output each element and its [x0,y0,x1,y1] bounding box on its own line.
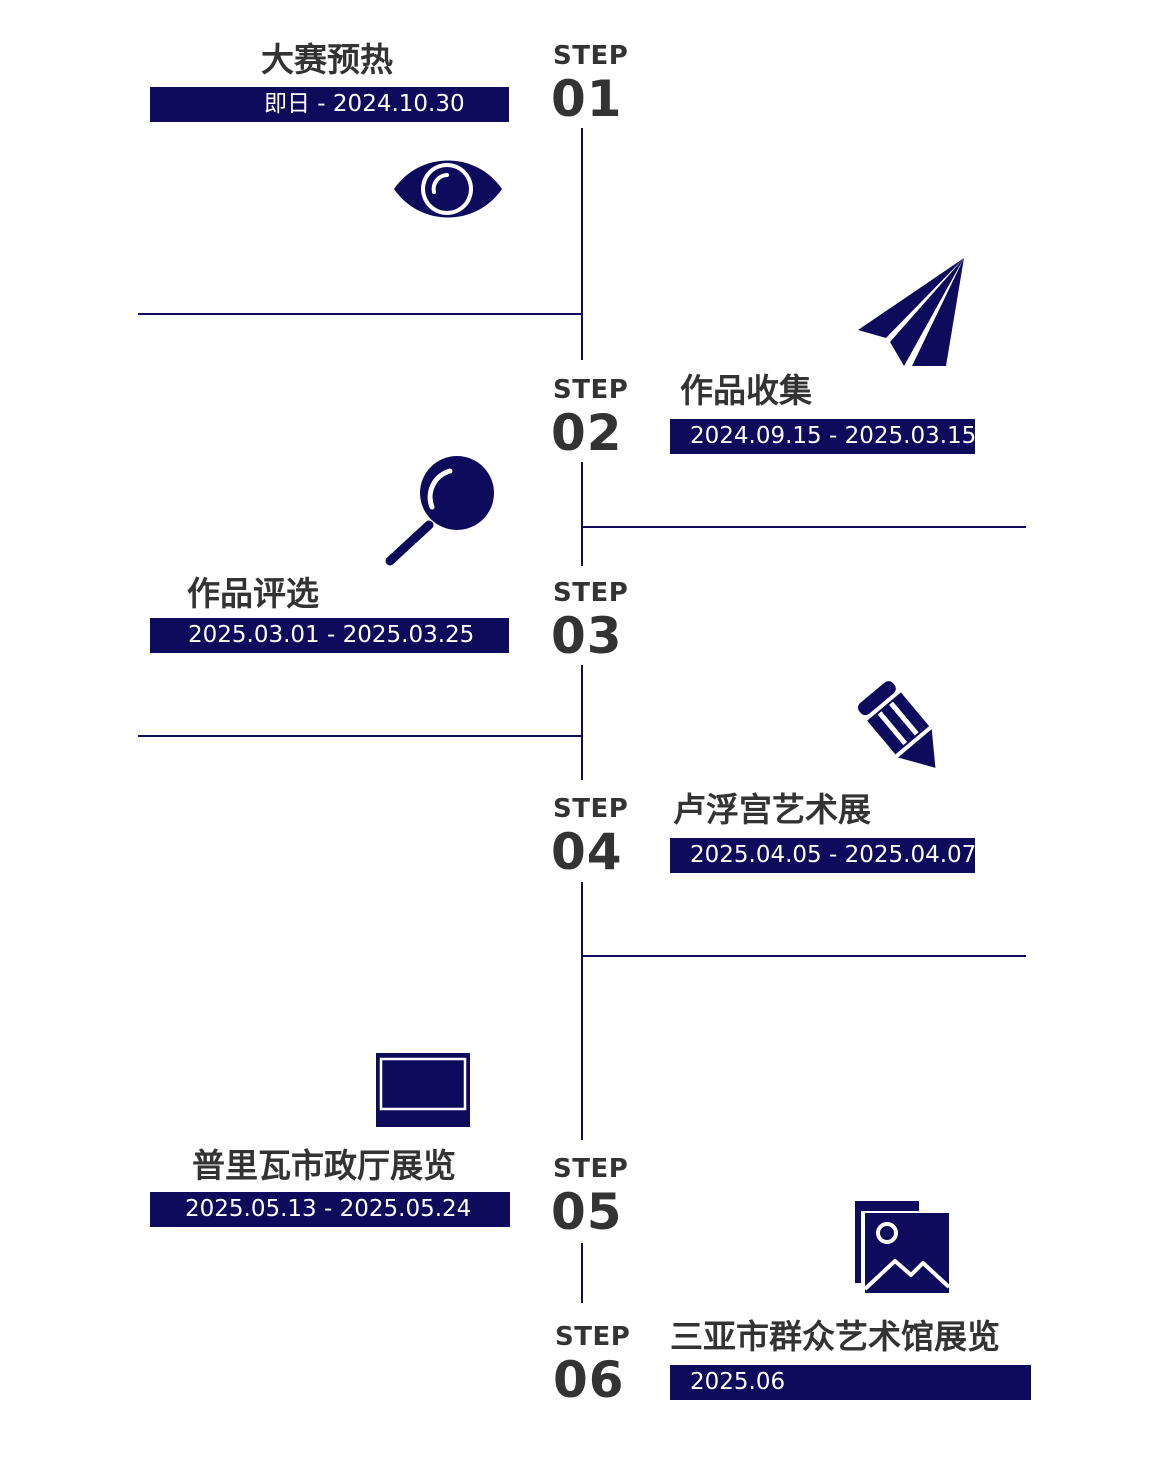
step-number: 06 [553,1351,625,1409]
branch-line-3 [138,735,583,737]
step-number: 01 [551,70,623,128]
step-label: STEP [553,375,629,405]
step-date: 2025.04.05 - 2025.04.07 [670,838,976,873]
step-number: 02 [551,404,623,462]
step-label: STEP [553,1154,629,1184]
branch-line-4 [581,955,1026,957]
step-label: STEP [553,578,629,608]
step-title: 三亚市群众艺术馆展览 [670,1317,1000,1356]
paper-plane-icon [858,258,964,366]
eye-icon [394,160,502,218]
timeline-line-5 [581,1243,583,1303]
step-title: 大赛预热 [261,40,393,79]
step-title: 卢浮宫艺术展 [673,790,871,829]
timeline-line-2 [581,462,583,566]
step-date: 即日 - 2024.10.30 [150,87,509,122]
branch-line-1 [138,313,583,315]
pencil-icon [858,681,936,768]
timeline-line-4 [581,882,583,1140]
timeline-line-3 [581,665,583,780]
timeline-line-1 [581,128,583,360]
magnifier-icon [385,456,494,566]
step-date: 2025.05.13 - 2025.05.24 [150,1192,510,1227]
step-title: 作品评选 [187,574,319,613]
step-label: STEP [555,1322,631,1352]
step-label: STEP [553,794,629,824]
step-number: 04 [551,823,623,881]
step-date: 2025.06 [670,1365,1031,1400]
branch-line-2 [581,526,1026,528]
step-number: 05 [551,1183,623,1241]
step-label: STEP [553,41,629,71]
step-date: 2025.03.01 - 2025.03.25 [150,618,509,653]
step-title: 作品收集 [680,371,812,410]
step-number: 03 [551,607,623,665]
image-gallery-icon [855,1201,951,1293]
monitor-icon [376,1053,470,1127]
step-date: 2024.09.15 - 2025.03.15 [670,419,976,454]
step-title: 普里瓦市政厅展览 [192,1146,456,1185]
